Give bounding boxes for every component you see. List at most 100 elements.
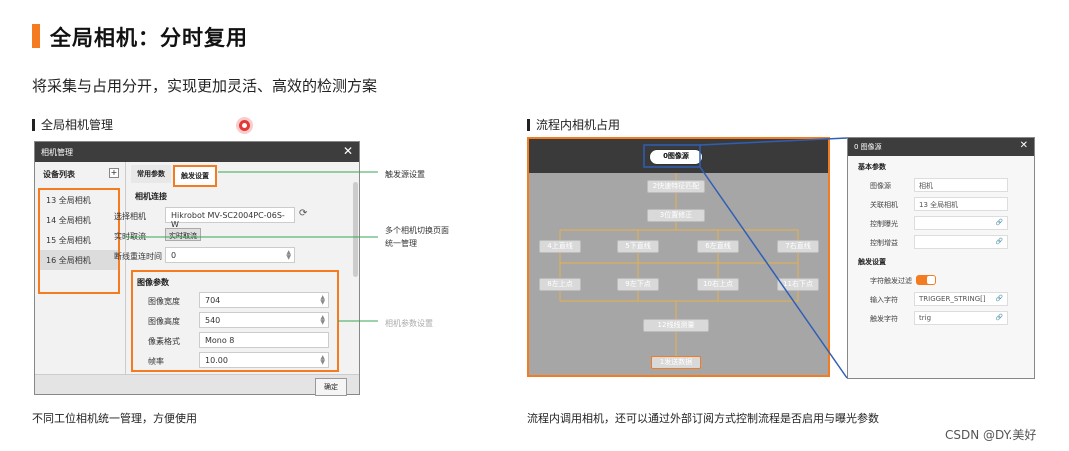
image-params-section: 图像参数 — [137, 278, 169, 287]
reconnect-time-value: 0 — [171, 251, 177, 260]
panel-divider — [125, 162, 126, 394]
section-marker — [32, 118, 35, 131]
flow-node[interactable]: 12线线测量 — [643, 319, 709, 332]
flow-node[interactable]: 3位置修正 — [647, 209, 705, 222]
char-filter-toggle[interactable] — [916, 275, 936, 285]
pixel-format-label: 像素格式 — [148, 337, 180, 346]
panel-title: 0 图像源 — [854, 143, 882, 151]
input-char-label: 输入字符 — [870, 296, 898, 304]
image-height-value: 540 — [205, 316, 221, 325]
device-item[interactable]: 14 全局相机 — [46, 216, 91, 225]
dialog-title: 相机管理 — [41, 148, 73, 157]
device-list: 13 全局相机 14 全局相机 15 全局相机 16 全局相机 — [38, 188, 120, 294]
callout-line: 多个相机切换页面 — [385, 226, 449, 235]
panel-titlebar: 0 图像源 ✕ — [848, 138, 1034, 156]
link-icon[interactable]: 🔗 — [995, 314, 1003, 321]
image-source-params-panel: 0 图像源 ✕ 基本参数 图像源 相机 关联相机 13 全局相机 控制曝光 🔗 … — [847, 137, 1035, 379]
realtime-capture-button[interactable]: 实时取流 — [165, 228, 201, 241]
camera-management-dialog: 相机管理 ✕ 设备列表 + 13 全局相机 14 全局相机 15 全局相机 16… — [34, 141, 360, 396]
stepper-icon[interactable]: ▲▼ — [320, 314, 325, 326]
framerate-label: 帧率 — [148, 357, 164, 366]
image-height-label: 图像高度 — [148, 317, 180, 326]
pixel-format-value: Mono 8 — [205, 336, 235, 345]
exposure-label: 控制曝光 — [870, 220, 898, 228]
trigger-char-field[interactable]: trig 🔗 — [914, 311, 1008, 325]
flow-node[interactable]: 7右直线 — [777, 240, 819, 253]
refresh-icon[interactable]: ⟳ — [299, 208, 308, 219]
callout-line: 统一管理 — [385, 239, 417, 248]
title-accent-bar — [32, 24, 40, 48]
trigger-settings-section: 触发设置 — [858, 258, 886, 266]
callout-trigger-source: 触发源设置 — [385, 170, 425, 179]
trigger-char-label: 触发字符 — [870, 315, 898, 323]
image-width-input[interactable]: 704 ▲▼ — [199, 292, 329, 308]
stepper-icon[interactable]: ▲▼ — [286, 249, 291, 261]
right-caption: 流程内调用相机，还可以通过外部订阅方式控制流程是否启用与曝光参数 — [527, 412, 879, 425]
image-width-value: 704 — [205, 296, 221, 305]
flow-node[interactable]: 10右上点 — [697, 278, 739, 291]
flow-node[interactable]: 9左下点 — [617, 278, 659, 291]
flowchart-canvas: 0图像源 2快速特征匹配 3位置修正 4上直线 5下直线 6左直线 7右直线 8… — [527, 137, 830, 377]
camera-connection-section: 相机连接 — [135, 192, 167, 201]
image-width-label: 图像宽度 — [148, 297, 180, 306]
close-icon[interactable]: ✕ — [342, 144, 353, 158]
gain-input[interactable]: 🔗 — [914, 235, 1008, 249]
select-camera-label: 选择相机 — [114, 212, 146, 221]
flow-node[interactable]: 2快速特征匹配 — [647, 180, 705, 193]
framerate-input[interactable]: 10.00 ▲▼ — [199, 352, 329, 368]
dialog-footer — [35, 374, 359, 394]
page-subtitle: 将采集与占用分开，实现更加灵活、高效的检测方案 — [32, 77, 378, 95]
exposure-input[interactable]: 🔗 — [914, 216, 1008, 230]
gain-label: 控制增益 — [870, 239, 898, 247]
right-section-header: 流程内相机占用 — [527, 116, 620, 133]
trigger-char-value: trig — [919, 314, 932, 322]
callout-camera-params: 相机参数设置 — [385, 319, 433, 328]
left-section-header: 全局相机管理 — [32, 116, 113, 133]
link-icon[interactable]: 🔗 — [995, 295, 1003, 302]
device-list-title: 设备列表 — [43, 170, 75, 179]
image-source-dropdown[interactable]: 相机 — [914, 178, 1008, 192]
callout-multi-camera: 多个相机切换页面 统一管理 — [385, 224, 449, 250]
image-source-label: 图像源 — [870, 182, 891, 190]
flow-connectors — [559, 165, 799, 356]
flow-node[interactable]: 5下直线 — [617, 240, 659, 253]
link-icon[interactable]: 🔗 — [995, 238, 1003, 245]
pixel-format-dropdown[interactable]: Mono 8 — [199, 332, 329, 348]
stepper-icon[interactable]: ▲▼ — [320, 354, 325, 366]
page-title: 全局相机：分时复用 — [50, 26, 248, 50]
device-item[interactable]: 15 全局相机 — [46, 236, 91, 245]
tab-trigger-settings[interactable]: 触发设置 — [173, 165, 217, 187]
tab-common-params[interactable]: 常用参数 — [131, 165, 171, 183]
flow-node-image-source[interactable]: 0图像源 — [649, 149, 703, 165]
flow-node-send-data[interactable]: 1发送数据 — [651, 356, 701, 369]
watermark: CSDN @DY.美好 — [945, 428, 1037, 442]
ok-button[interactable]: 确定 — [315, 378, 347, 396]
right-section-title: 流程内相机占用 — [536, 118, 621, 132]
image-height-input[interactable]: 540 ▲▼ — [199, 312, 329, 328]
reconnect-time-label: 断线重连时间 — [114, 252, 162, 261]
flow-node[interactable]: 8左上点 — [539, 278, 581, 291]
char-filter-label: 字符触发过滤 — [870, 277, 912, 285]
link-icon[interactable]: 🔗 — [995, 219, 1003, 226]
flow-node[interactable]: 6左直线 — [697, 240, 739, 253]
section-marker — [527, 118, 530, 131]
basic-params-section: 基本参数 — [858, 163, 886, 171]
device-item[interactable]: 13 全局相机 — [46, 196, 91, 205]
framerate-value: 10.00 — [205, 356, 228, 365]
reconnect-time-input[interactable]: 0 ▲▼ — [165, 247, 295, 263]
input-char-field[interactable]: TRIGGER_STRING[] 🔗 — [914, 292, 1008, 306]
flow-node[interactable]: 4上直线 — [539, 240, 581, 253]
dialog-titlebar: 相机管理 ✕ — [35, 142, 359, 162]
linked-camera-dropdown[interactable]: 13 全局相机 — [914, 197, 1008, 211]
flow-node[interactable]: 11右下点 — [777, 278, 819, 291]
select-camera-dropdown[interactable]: Hikrobot MV-SC2004PC-06S-W — [165, 207, 295, 229]
add-device-button[interactable]: + — [109, 168, 119, 178]
input-char-value: TRIGGER_STRING[] — [919, 295, 986, 303]
linked-camera-label: 关联相机 — [870, 201, 898, 209]
left-section-title: 全局相机管理 — [41, 118, 114, 132]
stepper-icon[interactable]: ▲▼ — [320, 294, 325, 306]
close-icon[interactable]: ✕ — [1019, 140, 1028, 151]
device-item-selected[interactable]: 16 全局相机 — [40, 250, 118, 270]
left-caption: 不同工位相机统一管理，方便使用 — [32, 412, 197, 425]
scrollbar[interactable] — [353, 182, 358, 277]
